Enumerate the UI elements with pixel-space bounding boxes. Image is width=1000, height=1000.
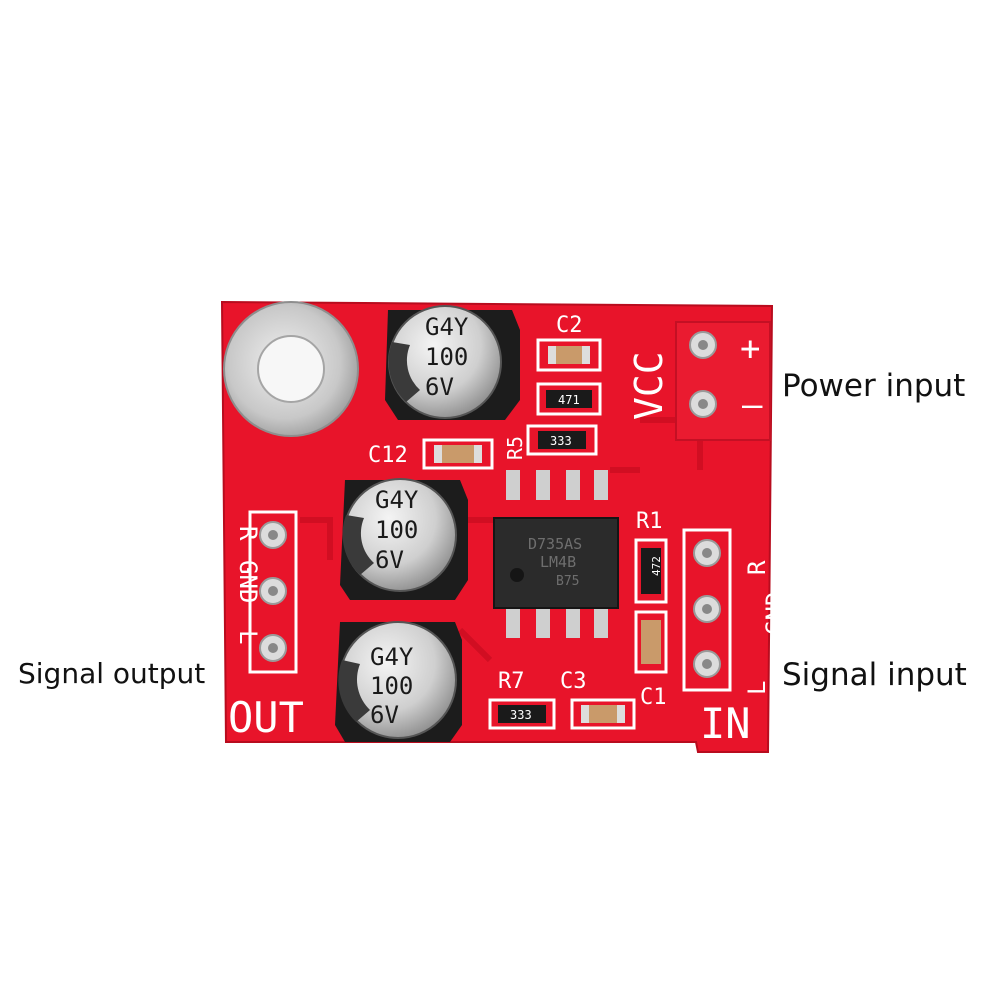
chip-line3: B75 [556,574,579,589]
label-r5: R5 [503,436,527,460]
smd-resistor-471: 471 [536,382,602,416]
smd-resistor-r7: 333 [488,698,556,730]
label-c1: C1 [640,685,667,710]
label-vcc: VCC [627,351,671,420]
label-minus: – [742,385,763,425]
label-c3: C3 [560,669,587,694]
label-plus: + [740,329,760,369]
label-in-r: R [743,560,771,575]
r-top-code: 471 [558,393,580,407]
label-c12: C12 [368,443,408,468]
electrolytic-capacitor-top: G4Y 100 6V [385,305,520,420]
cap1-line3: 6V [425,373,454,401]
label-in-l: L [743,681,771,695]
label-out: OUT [228,693,304,742]
cap3-line1: G4Y [370,643,414,671]
cap1-line2: 100 [425,343,468,371]
cap2-line2: 100 [375,516,418,544]
cap2-line3: 6V [375,546,404,574]
label-c2: C2 [556,313,583,338]
label-in: IN [700,699,751,748]
input-header [682,528,732,692]
power-input-callout: Power input [782,368,966,404]
electrolytic-capacitor-middle: G4Y 100 6V [340,478,468,600]
r1-code: 472 [650,556,663,576]
cap3-line3: 6V [370,701,399,729]
signal-output-callout: Signal output [18,657,206,690]
smd-capacitor-c12 [422,438,494,470]
electrolytic-capacitor-bottom: G4Y 100 6V [335,621,462,742]
r7-code: 333 [510,708,532,722]
mounting-hole [223,301,359,437]
label-out-gnd: GND [234,560,262,603]
chip-line1: D735AS [528,535,582,553]
label-out-r: R [234,526,262,541]
label-r1: R1 [636,509,663,534]
smd-capacitor-c2 [536,338,602,372]
cap1-line1: G4Y [425,313,469,341]
power-pads [689,331,717,418]
r5-code: 333 [550,434,572,448]
chip-line2: LM4B [540,553,576,571]
signal-input-callout: Signal input [782,657,967,693]
label-out-l: L [234,630,262,644]
smd-resistor-r1: 472 [634,538,668,604]
amplifier-ic-chip: D735AS LM4B B75 [493,470,619,638]
cap3-line2: 100 [370,672,413,700]
output-header [248,510,298,674]
smd-capacitor-c1 [634,610,668,674]
cap2-line1: G4Y [375,486,419,514]
label-in-gnd: GND [761,592,789,635]
smd-resistor-r5: 333 [526,424,598,456]
smd-capacitor-c3 [570,698,636,730]
label-r7: R7 [498,669,525,694]
